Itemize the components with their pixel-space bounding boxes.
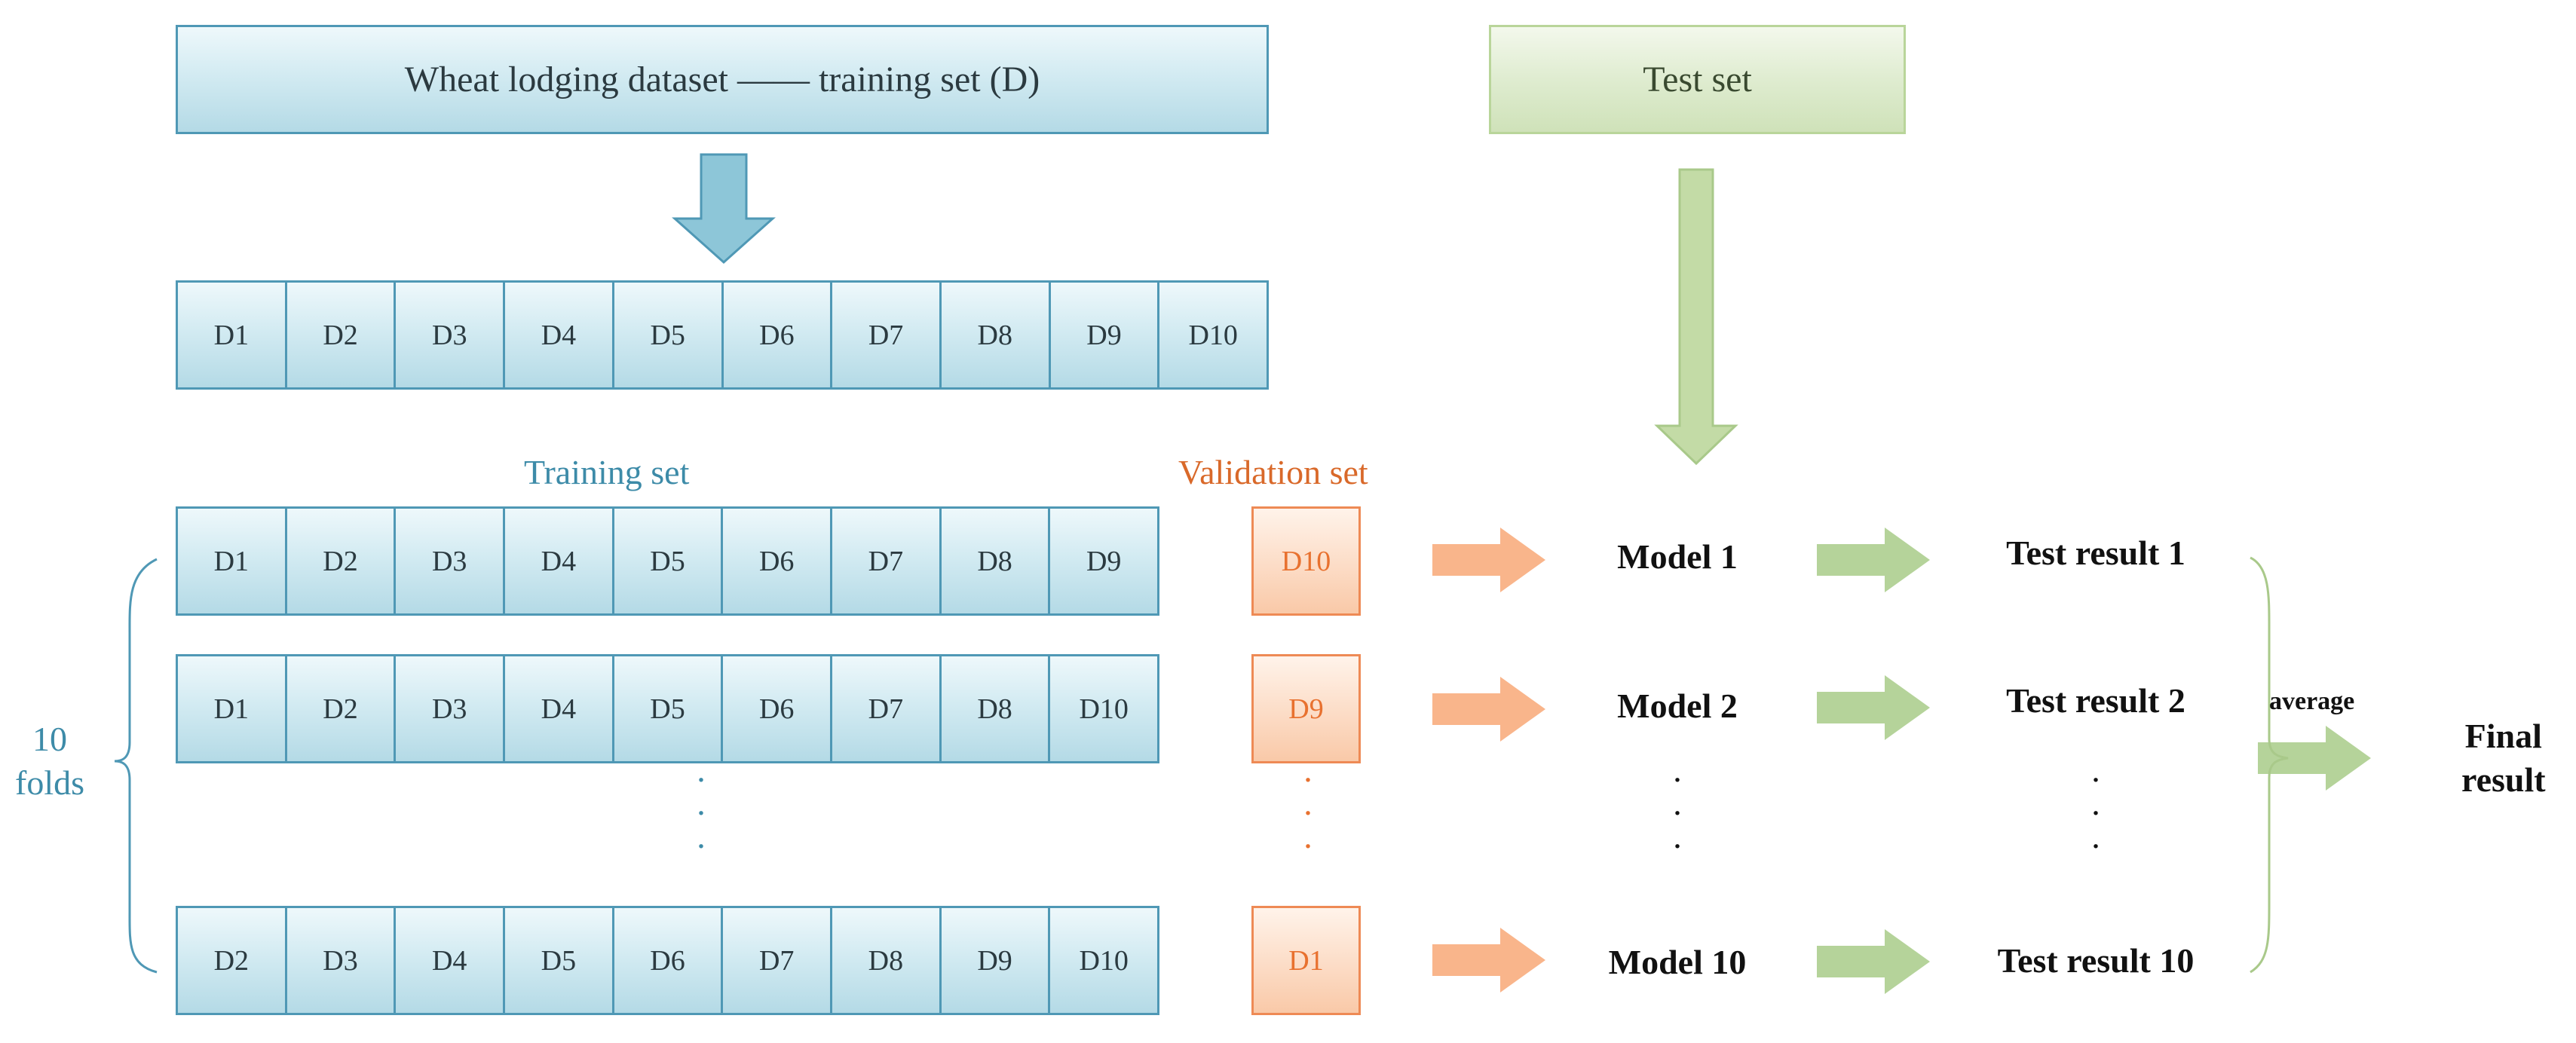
model-label: Model 10 <box>1608 943 1747 981</box>
validation-fold-label: D10 <box>1281 545 1331 577</box>
fold-cell: D3 <box>396 509 506 613</box>
fold-cell: D7 <box>832 509 942 613</box>
fold-cell: D2 <box>178 908 287 1013</box>
fold-cell: D7 <box>832 656 942 761</box>
validation-fold-box: D10 <box>1251 506 1361 616</box>
orange-arrow-3 <box>1432 928 1545 993</box>
fold-cell: D8 <box>832 908 942 1013</box>
validation-set-heading: Validation set <box>1178 453 1368 491</box>
split-row: D1 D2 D3 D4 D5 D6 D7 D8 D9 D10 <box>176 280 1269 390</box>
fold-cell: D10 <box>1079 693 1129 725</box>
folds-count-label: 10 folds <box>15 717 84 805</box>
green-down-arrow <box>1654 168 1738 466</box>
fold-cell: D2 <box>287 656 397 761</box>
fold-cell: D2 <box>287 509 397 613</box>
fold-cell: D4 <box>396 908 506 1013</box>
fold-cell: D1 <box>178 509 287 613</box>
fold-cell: D5 <box>614 656 724 761</box>
training-set-heading: Training set <box>524 453 690 491</box>
dataset-title-box: Wheat lodging dataset —— training set (D… <box>176 25 1269 134</box>
final-result-line1: Final <box>2464 717 2542 755</box>
folds-brace <box>114 558 158 974</box>
test-result-label: Test result 10 <box>1997 941 2195 980</box>
final-result-label: Final result <box>2461 714 2546 802</box>
test-result-label: Test result 2 <box>2006 681 2185 720</box>
result-ellipsis: ... <box>2091 751 2100 855</box>
fold-cell: D5 <box>505 908 614 1013</box>
orange-arrow-1 <box>1432 528 1545 592</box>
split-cell: D8 <box>942 283 1051 387</box>
validation-fold-label: D9 <box>1288 693 1324 725</box>
folds-count-word: folds <box>15 763 84 802</box>
green-arrow-2 <box>1817 675 1930 740</box>
dataset-title: Wheat lodging dataset —— training set (D… <box>404 60 1040 99</box>
results-brace <box>2250 556 2289 974</box>
model-label: Model 1 <box>1617 537 1738 576</box>
split-cell: D1 <box>178 283 287 387</box>
orange-arrow-2 <box>1432 677 1545 742</box>
fold-cell: D9 <box>1086 545 1122 577</box>
fold-cell: D4 <box>505 509 614 613</box>
fold-cell: D8 <box>942 509 1051 613</box>
fold-cell: D4 <box>505 656 614 761</box>
test-result-label: Test result 1 <box>2006 534 2185 572</box>
green-arrow-average <box>2258 726 2371 791</box>
fold-training-row: D2 D3 D4 D5 D6 D7 D8 D9 D10 <box>176 906 1159 1015</box>
fold-cell: D3 <box>287 908 397 1013</box>
validation-fold-label: D1 <box>1288 944 1324 977</box>
fold-cell: D6 <box>723 656 833 761</box>
test-set-box: Test set <box>1489 25 1906 134</box>
fold-cell: D5 <box>614 509 724 613</box>
fold-cell: D10 <box>1079 944 1129 977</box>
green-arrow-1 <box>1817 528 1930 592</box>
model-label: Model 2 <box>1617 687 1738 725</box>
final-result-line2: result <box>2461 760 2546 799</box>
fold-cell: D9 <box>942 908 1051 1013</box>
split-cell: D4 <box>505 283 614 387</box>
fold-cell: D3 <box>396 656 506 761</box>
fold-cell: D1 <box>178 656 287 761</box>
model-ellipsis: ... <box>1673 751 1682 855</box>
split-cell: D10 <box>1188 319 1238 351</box>
fold-cell: D7 <box>723 908 833 1013</box>
split-cell: D5 <box>614 283 724 387</box>
validation-fold-box: D1 <box>1251 906 1361 1015</box>
split-cell: D3 <box>396 283 506 387</box>
fold-cell: D8 <box>942 656 1051 761</box>
test-set-label: Test set <box>1643 60 1752 99</box>
folds-count-number: 10 <box>32 720 67 758</box>
validation-fold-box: D9 <box>1251 654 1361 763</box>
validation-ellipsis: ... <box>1303 751 1313 855</box>
blue-down-arrow <box>672 153 776 265</box>
fold-cell: D6 <box>614 908 724 1013</box>
average-label: average <box>2269 687 2355 715</box>
fold-training-row: D1 D2 D3 D4 D5 D6 D7 D8 D9 <box>176 506 1159 616</box>
split-cell: D6 <box>724 283 833 387</box>
green-arrow-3 <box>1817 929 1930 994</box>
split-cell: D7 <box>832 283 942 387</box>
fold-training-row: D1 D2 D3 D4 D5 D6 D7 D8 D10 <box>176 654 1159 763</box>
split-cell: D2 <box>287 283 397 387</box>
fold-cell: D6 <box>723 509 833 613</box>
training-ellipsis: ... <box>697 751 706 855</box>
split-cell: D9 <box>1051 283 1160 387</box>
